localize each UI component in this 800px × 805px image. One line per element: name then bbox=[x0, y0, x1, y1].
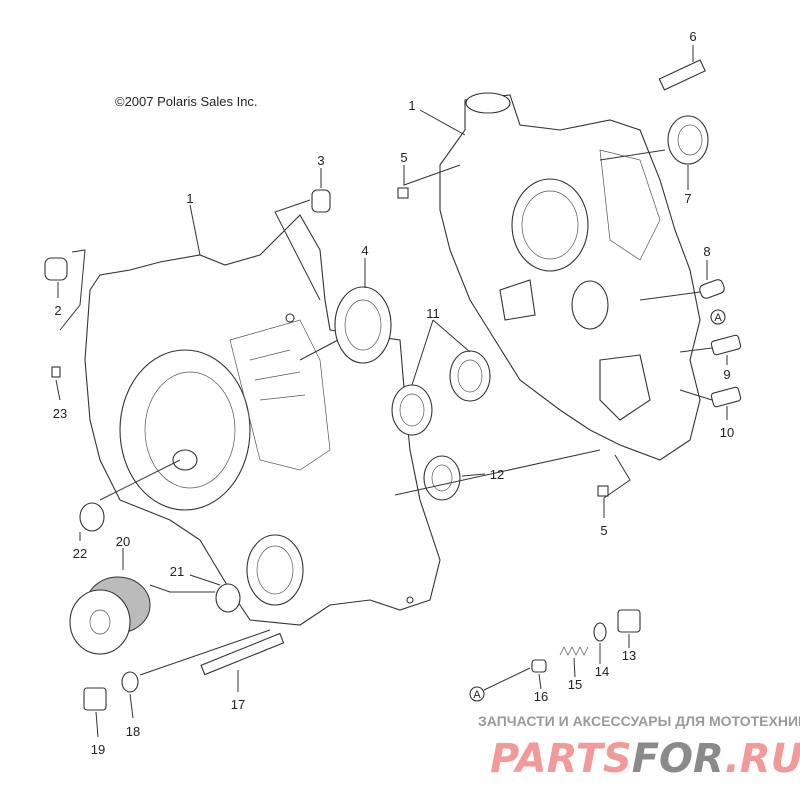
part-12-bearing bbox=[423, 455, 461, 501]
callout-4: 4 bbox=[361, 243, 368, 258]
part-23-pin bbox=[51, 366, 61, 378]
part-21-seal bbox=[215, 583, 241, 613]
callout-1: 1 bbox=[408, 98, 415, 113]
right-crankcase bbox=[439, 92, 701, 461]
callouts: 6 1 5 3 7 1 4 8 2 11 A 9 23 10 12 5 20 2… bbox=[53, 29, 734, 757]
callout-10: 10 bbox=[720, 425, 734, 440]
callout-9: 9 bbox=[723, 367, 730, 382]
part-5-pin bbox=[397, 187, 409, 199]
part-7-seal bbox=[667, 115, 709, 165]
part-11-bearing-b bbox=[391, 384, 433, 436]
callout-22: 22 bbox=[73, 546, 87, 561]
part-13-bolt bbox=[617, 609, 641, 633]
part-17-bolt bbox=[200, 632, 285, 676]
callout-8: 8 bbox=[703, 244, 710, 259]
reference-a-circle bbox=[710, 309, 726, 325]
part-11-bearing-a bbox=[449, 350, 491, 402]
watermark-brand-for: FOR bbox=[632, 736, 725, 782]
callout-3: 3 bbox=[317, 153, 324, 168]
part-3-dowel bbox=[311, 189, 331, 213]
callout-16: 16 bbox=[534, 689, 548, 704]
callout-19: 19 bbox=[91, 742, 105, 757]
leader-lines bbox=[55, 45, 728, 738]
callout-5: 5 bbox=[600, 523, 607, 538]
callout-18: 18 bbox=[126, 724, 140, 739]
part-9-fitting bbox=[710, 334, 742, 356]
callout-7: 7 bbox=[684, 191, 691, 206]
callout-20: 20 bbox=[116, 534, 130, 549]
reference-a: A bbox=[714, 312, 722, 324]
part-22-plug bbox=[79, 502, 105, 532]
reference-a: A bbox=[473, 689, 481, 701]
callout-14: 14 bbox=[595, 664, 609, 679]
callout-1: 1 bbox=[186, 191, 193, 206]
watermark-brand: PARTSFOR.RU bbox=[490, 736, 800, 782]
part-18-washer bbox=[121, 671, 139, 693]
callout-2: 2 bbox=[54, 303, 61, 318]
callout-12: 12 bbox=[490, 467, 504, 482]
callout-11: 11 bbox=[426, 306, 440, 321]
copyright-text: ©2007 Polaris Sales Inc. bbox=[115, 94, 258, 109]
parts bbox=[44, 59, 742, 711]
callout-6: 6 bbox=[689, 29, 696, 44]
part-6-bolt bbox=[658, 59, 706, 91]
watermark: ЗАПЧАСТИ И АКСЕССУАРЫ ДЛЯ МОТОТЕХНИКИ PA… bbox=[478, 713, 800, 782]
part-10-fitting bbox=[710, 386, 742, 408]
callout-21: 21 bbox=[170, 564, 184, 579]
callout-5: 5 bbox=[400, 150, 407, 165]
watermark-brand-ru: .RU bbox=[725, 736, 800, 782]
watermark-tagline: ЗАПЧАСТИ И АКСЕССУАРЫ ДЛЯ МОТОТЕХНИКИ bbox=[478, 713, 800, 729]
part-20-pulley bbox=[69, 576, 151, 655]
part-14-washer bbox=[593, 622, 607, 642]
callout-17: 17 bbox=[231, 697, 245, 712]
part-16-plunger bbox=[531, 659, 547, 673]
watermark-brand-parts: PARTS bbox=[490, 736, 632, 782]
reference-a-circle bbox=[469, 686, 485, 702]
part-8-dowel bbox=[699, 279, 725, 299]
callout-13: 13 bbox=[622, 648, 636, 663]
part-19-plug bbox=[83, 687, 107, 711]
part-5-pin-b bbox=[597, 485, 609, 497]
part-4-bearing bbox=[334, 286, 392, 364]
callout-23: 23 bbox=[53, 406, 67, 421]
callout-15: 15 bbox=[568, 677, 582, 692]
left-crankcase bbox=[84, 214, 441, 626]
part-15-spring bbox=[559, 646, 589, 656]
part-2-dowel bbox=[44, 257, 68, 281]
